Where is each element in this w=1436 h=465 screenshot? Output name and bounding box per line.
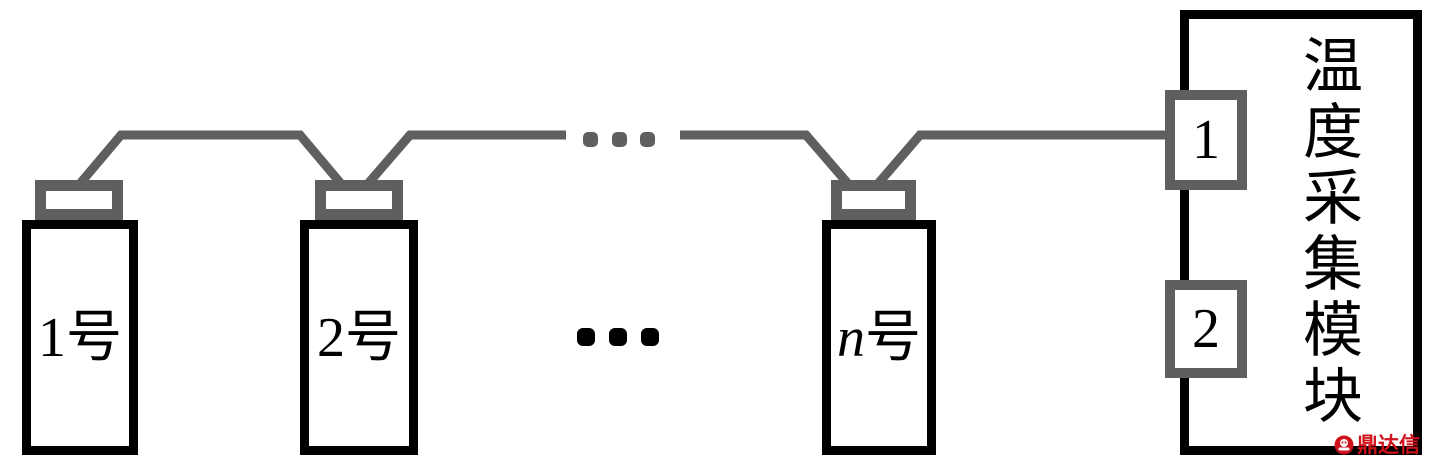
port-2-label: 2	[1192, 298, 1220, 360]
cell-2-unit: 号	[345, 306, 401, 369]
wire-ellipsis-to-celln	[680, 130, 854, 189]
cells-ellipsis-dot	[609, 328, 627, 346]
cell-n-unit: 号	[865, 306, 921, 369]
watermark-text: 鼎达信	[1357, 433, 1420, 457]
port-1-label: 1	[1192, 109, 1220, 171]
watermark: 鼎达信	[1334, 432, 1420, 458]
wire-ellipsis-dot	[640, 132, 655, 147]
wire-ellipsis-dot	[612, 132, 627, 147]
cell-2-index: 2	[317, 306, 345, 369]
cell-2-terminal-cap	[315, 180, 403, 220]
cells-ellipsis-dot	[577, 328, 595, 346]
cell-n-terminal-cap	[831, 180, 916, 220]
cell-1-index: 1	[38, 306, 66, 369]
cell-n-index: n	[837, 306, 865, 369]
cell-1-unit: 号	[66, 306, 122, 369]
module-port-1: 1	[1165, 90, 1247, 190]
temperature-acquisition-module	[1180, 10, 1422, 455]
wire-ellipsis-dot	[583, 132, 598, 147]
cell-1-terminal-cap	[35, 180, 123, 220]
wire-cell1-to-cell2	[74, 130, 347, 189]
watermark-logo-icon	[1334, 435, 1354, 455]
cells-ellipsis-dot	[641, 328, 659, 346]
wire-cell2-to-ellipsis	[362, 130, 566, 189]
module-port-2: 2	[1165, 280, 1247, 378]
wire-celln-to-port1	[872, 130, 1172, 189]
module-title: 温度采集模块	[1303, 34, 1363, 430]
